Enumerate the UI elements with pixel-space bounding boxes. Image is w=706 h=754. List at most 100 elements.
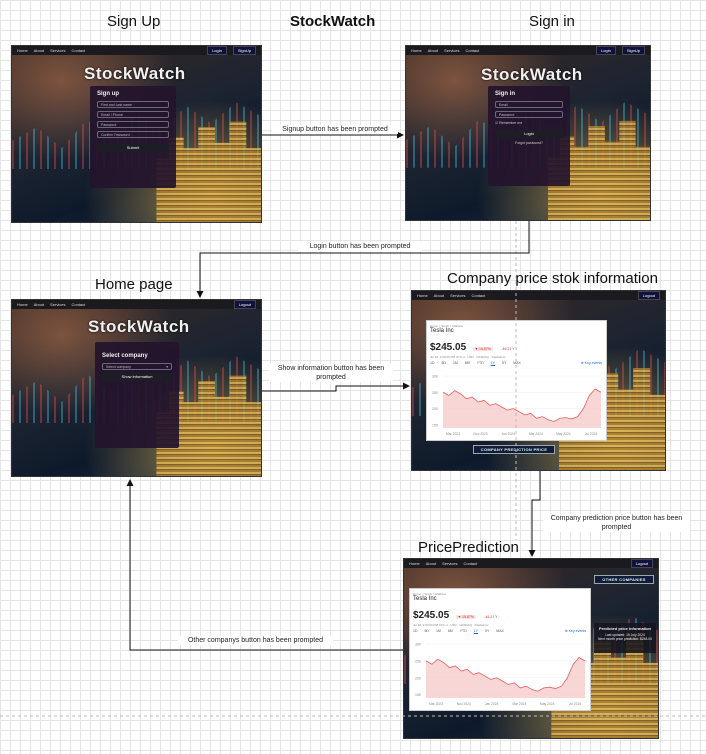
other-companies-button[interactable]: OTHER COMPANIES bbox=[594, 575, 654, 584]
range-tab-1m[interactable]: 1M bbox=[452, 361, 458, 365]
forgot-password-link[interactable]: Forgot password? bbox=[514, 141, 543, 145]
stock-price: $245.05 bbox=[430, 342, 467, 353]
range-tab-max[interactable]: MAX bbox=[513, 361, 521, 365]
brand-logo: StockWatch bbox=[84, 64, 186, 83]
nav-services-link[interactable]: Services bbox=[442, 561, 458, 566]
x-tick-label: May 2024 bbox=[556, 432, 571, 436]
company-select-value: Select company bbox=[106, 365, 131, 369]
nav-contact-link[interactable]: Contact bbox=[465, 48, 480, 53]
x-tick-label: Nov 2023 bbox=[474, 432, 488, 436]
nav-about-link[interactable]: About bbox=[433, 293, 445, 298]
y-tick-label: 200 bbox=[415, 676, 421, 680]
range-tab-5y[interactable]: 5Y bbox=[502, 361, 507, 365]
nav-contact-link[interactable]: Contact bbox=[71, 302, 86, 307]
nav-services-link[interactable]: Services bbox=[450, 293, 466, 298]
range-tab-1m[interactable]: 1M bbox=[435, 629, 441, 633]
x-tick-label: Mar 2023 bbox=[429, 702, 443, 706]
range-tab-6m[interactable]: 6M bbox=[447, 629, 453, 633]
breadcrumb: Home > Stock > Markets bbox=[413, 592, 447, 596]
chevron-down-icon: ▾ bbox=[166, 365, 168, 369]
range-tab-max[interactable]: MAX bbox=[496, 629, 504, 633]
y-tick-label: 150 bbox=[432, 423, 438, 427]
company-select[interactable]: Select company ▾ bbox=[102, 363, 172, 370]
email-phone-field[interactable]: Email / Phone bbox=[97, 111, 169, 118]
prediction-last-updated: Last updated: 19 July 2024 bbox=[605, 633, 645, 637]
nav-home-link[interactable]: Home bbox=[411, 48, 422, 53]
nav-contact-link[interactable]: Contact bbox=[471, 293, 486, 298]
company-prediction-price-button[interactable]: COMPANY PREDICTION PRICE bbox=[473, 445, 555, 454]
nav-home-link[interactable]: Home bbox=[409, 561, 420, 566]
change-absolute: -46.21 Y bbox=[484, 615, 498, 619]
nav-contact-link[interactable]: Contact bbox=[463, 561, 478, 566]
password-field[interactable]: Password bbox=[495, 111, 563, 118]
company-name: Tesla Inc bbox=[413, 596, 437, 602]
company-screen-label: Company price stok information bbox=[447, 270, 658, 287]
signup-nav-button[interactable]: SignUp bbox=[621, 46, 645, 55]
nav-services-link[interactable]: Services bbox=[50, 48, 66, 53]
select-company-title: Select company bbox=[102, 353, 148, 359]
login-nav-button[interactable]: Login bbox=[596, 46, 616, 55]
stock-price: $245.05 bbox=[413, 610, 450, 621]
edge-prediction-to-home bbox=[126, 479, 403, 651]
key-events-toggle[interactable]: ⊕ Key events bbox=[564, 629, 586, 633]
nav-contact-link[interactable]: Contact bbox=[71, 48, 86, 53]
range-tab-1d[interactable]: 1D bbox=[413, 629, 418, 633]
prediction-info-title: Predicted price information bbox=[598, 626, 651, 631]
email-field[interactable]: Email bbox=[495, 101, 563, 108]
nav-about-link[interactable]: About bbox=[33, 302, 45, 307]
y-tick-label: 250 bbox=[432, 391, 438, 395]
change-absolute: -46.21 Y bbox=[501, 347, 515, 351]
login-nav-button[interactable]: Login bbox=[207, 46, 227, 55]
range-tab-1y[interactable]: 1Y bbox=[473, 629, 478, 633]
signup-screen-label: Sign Up bbox=[107, 13, 161, 30]
x-tick-label: Mar 2023 bbox=[446, 432, 460, 436]
stock-panel: Home > Stock > Markets Tesla Inc $245.05… bbox=[409, 588, 591, 711]
key-events-label: Key events bbox=[568, 629, 586, 633]
password-field[interactable]: Password bbox=[97, 121, 169, 128]
nav-services-link[interactable]: Services bbox=[444, 48, 460, 53]
price-subline: Jul 18, 2:00:00 PM UTC-4 · USD · NASDAQ … bbox=[430, 355, 506, 359]
range-tab-ytd[interactable]: YTD bbox=[459, 629, 467, 633]
nav-home-link[interactable]: Home bbox=[17, 48, 28, 53]
signup-nav-button[interactable]: SignUp bbox=[232, 46, 256, 55]
range-tab-5d[interactable]: 5D bbox=[424, 629, 429, 633]
nav-about-link[interactable]: About bbox=[427, 48, 439, 53]
key-events-toggle[interactable]: ⊕ Key events bbox=[580, 361, 602, 365]
x-tick-label: Nov 2023 bbox=[457, 702, 471, 706]
edge-company-to-prediction bbox=[528, 471, 541, 557]
price-subline: Jul 18, 2:00:00 PM UTC-4 · USD · NASDAQ … bbox=[413, 623, 489, 627]
confirm-password-field[interactable]: Confirm Password bbox=[97, 131, 169, 138]
remember-me-checkbox[interactable]: ☑ Remember me bbox=[495, 121, 523, 125]
signin-form: Sign in Email Password ☑ Remember me Log… bbox=[488, 86, 570, 186]
nav-home-link[interactable]: Home bbox=[417, 293, 428, 298]
change-percent-badge: ▼ 15.87% bbox=[455, 615, 476, 619]
signup-form-title: Sign up bbox=[97, 91, 119, 97]
nav-about-link[interactable]: About bbox=[425, 561, 437, 566]
login-button[interactable]: Login bbox=[495, 130, 563, 138]
edge-label-company-to-prediction: Company prediction price button has been… bbox=[543, 514, 690, 532]
show-information-button[interactable]: Show information bbox=[102, 373, 172, 381]
range-tab-1d[interactable]: 1D bbox=[430, 361, 435, 365]
y-tick-label: 250 bbox=[415, 659, 421, 663]
range-tab-5y[interactable]: 5Y bbox=[485, 629, 490, 633]
change-percent-badge: ▼ 15.87% bbox=[472, 347, 493, 351]
logout-nav-button[interactable]: Logout bbox=[637, 291, 660, 300]
range-tab-ytd[interactable]: YTD bbox=[476, 361, 484, 365]
logout-nav-button[interactable]: Logout bbox=[233, 300, 256, 309]
edge-label-signup-to-signin: Signup button has been prompted bbox=[272, 125, 398, 134]
range-tab-5d[interactable]: 5D bbox=[441, 361, 446, 365]
nav-about-link[interactable]: About bbox=[33, 48, 45, 53]
range-tab-6m[interactable]: 6M bbox=[464, 361, 470, 365]
y-tick-label: 200 bbox=[432, 407, 438, 411]
key-events-label: Key events bbox=[584, 361, 602, 365]
logout-nav-button[interactable]: Logout bbox=[630, 559, 653, 568]
home-screen-label: Home page bbox=[95, 276, 173, 293]
navbar: Home About Services Contact Login SignUp bbox=[406, 46, 650, 55]
nav-services-link[interactable]: Services bbox=[50, 302, 66, 307]
nav-home-link[interactable]: Home bbox=[17, 302, 28, 307]
submit-button[interactable]: Submit bbox=[97, 144, 169, 152]
range-tab-1y[interactable]: 1Y bbox=[490, 361, 495, 365]
name-field[interactable]: First and Last name bbox=[97, 101, 169, 108]
range-tabs: 1D 5D 1M 6M YTD 1Y 5Y MAX bbox=[430, 361, 603, 365]
